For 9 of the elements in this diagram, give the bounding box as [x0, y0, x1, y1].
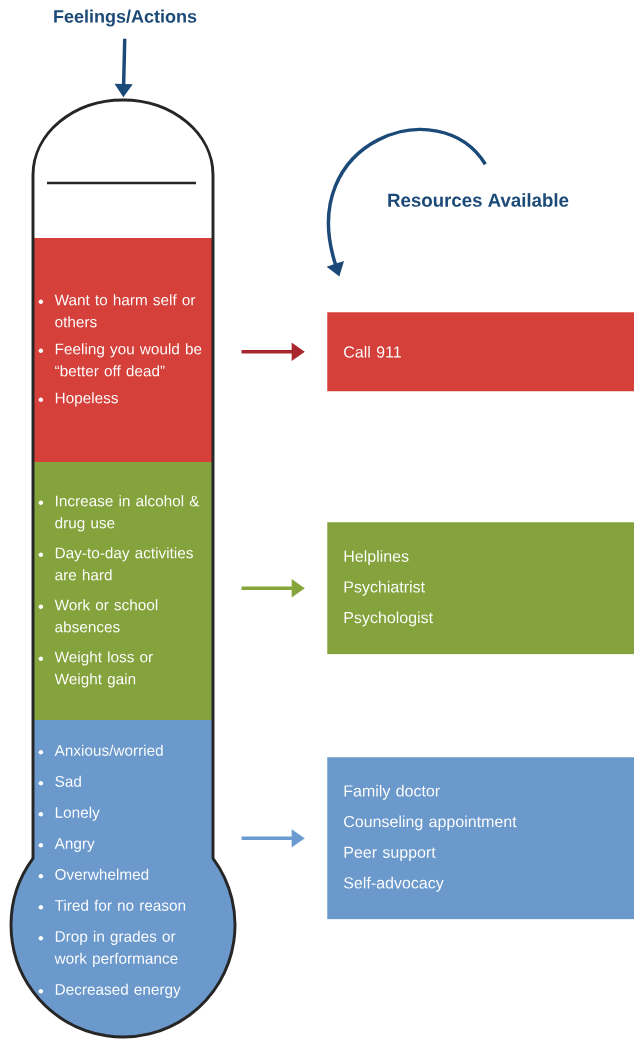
thermometer-band: Increase in alcohol & drug use Day-to-day activities are hard Work or school absences Weight loss or Weight gain: [33, 462, 213, 720]
heading: Resources Available: [388, 193, 569, 207]
resource-box: Family doctor Counseling appointment Peer support Self-advocacy: [327, 757, 634, 920]
thermometer-band: Anxious/worried Sad Lonely Angry Overwhelmed Tired for no reason Drop in grades or work performance Decreased energy: [11, 720, 235, 1037]
thermometer-drawing: [9, 98, 237, 1039]
heading: Feelings/Actions: [54, 9, 197, 27]
thermometer-band: Want to harm self or others Feeling you would be “better off dead” Hopeless: [33, 238, 213, 462]
resource-box: Call 911: [327, 312, 634, 392]
resource-box: Helplines Psychiatrist Psychologist: [327, 522, 634, 655]
